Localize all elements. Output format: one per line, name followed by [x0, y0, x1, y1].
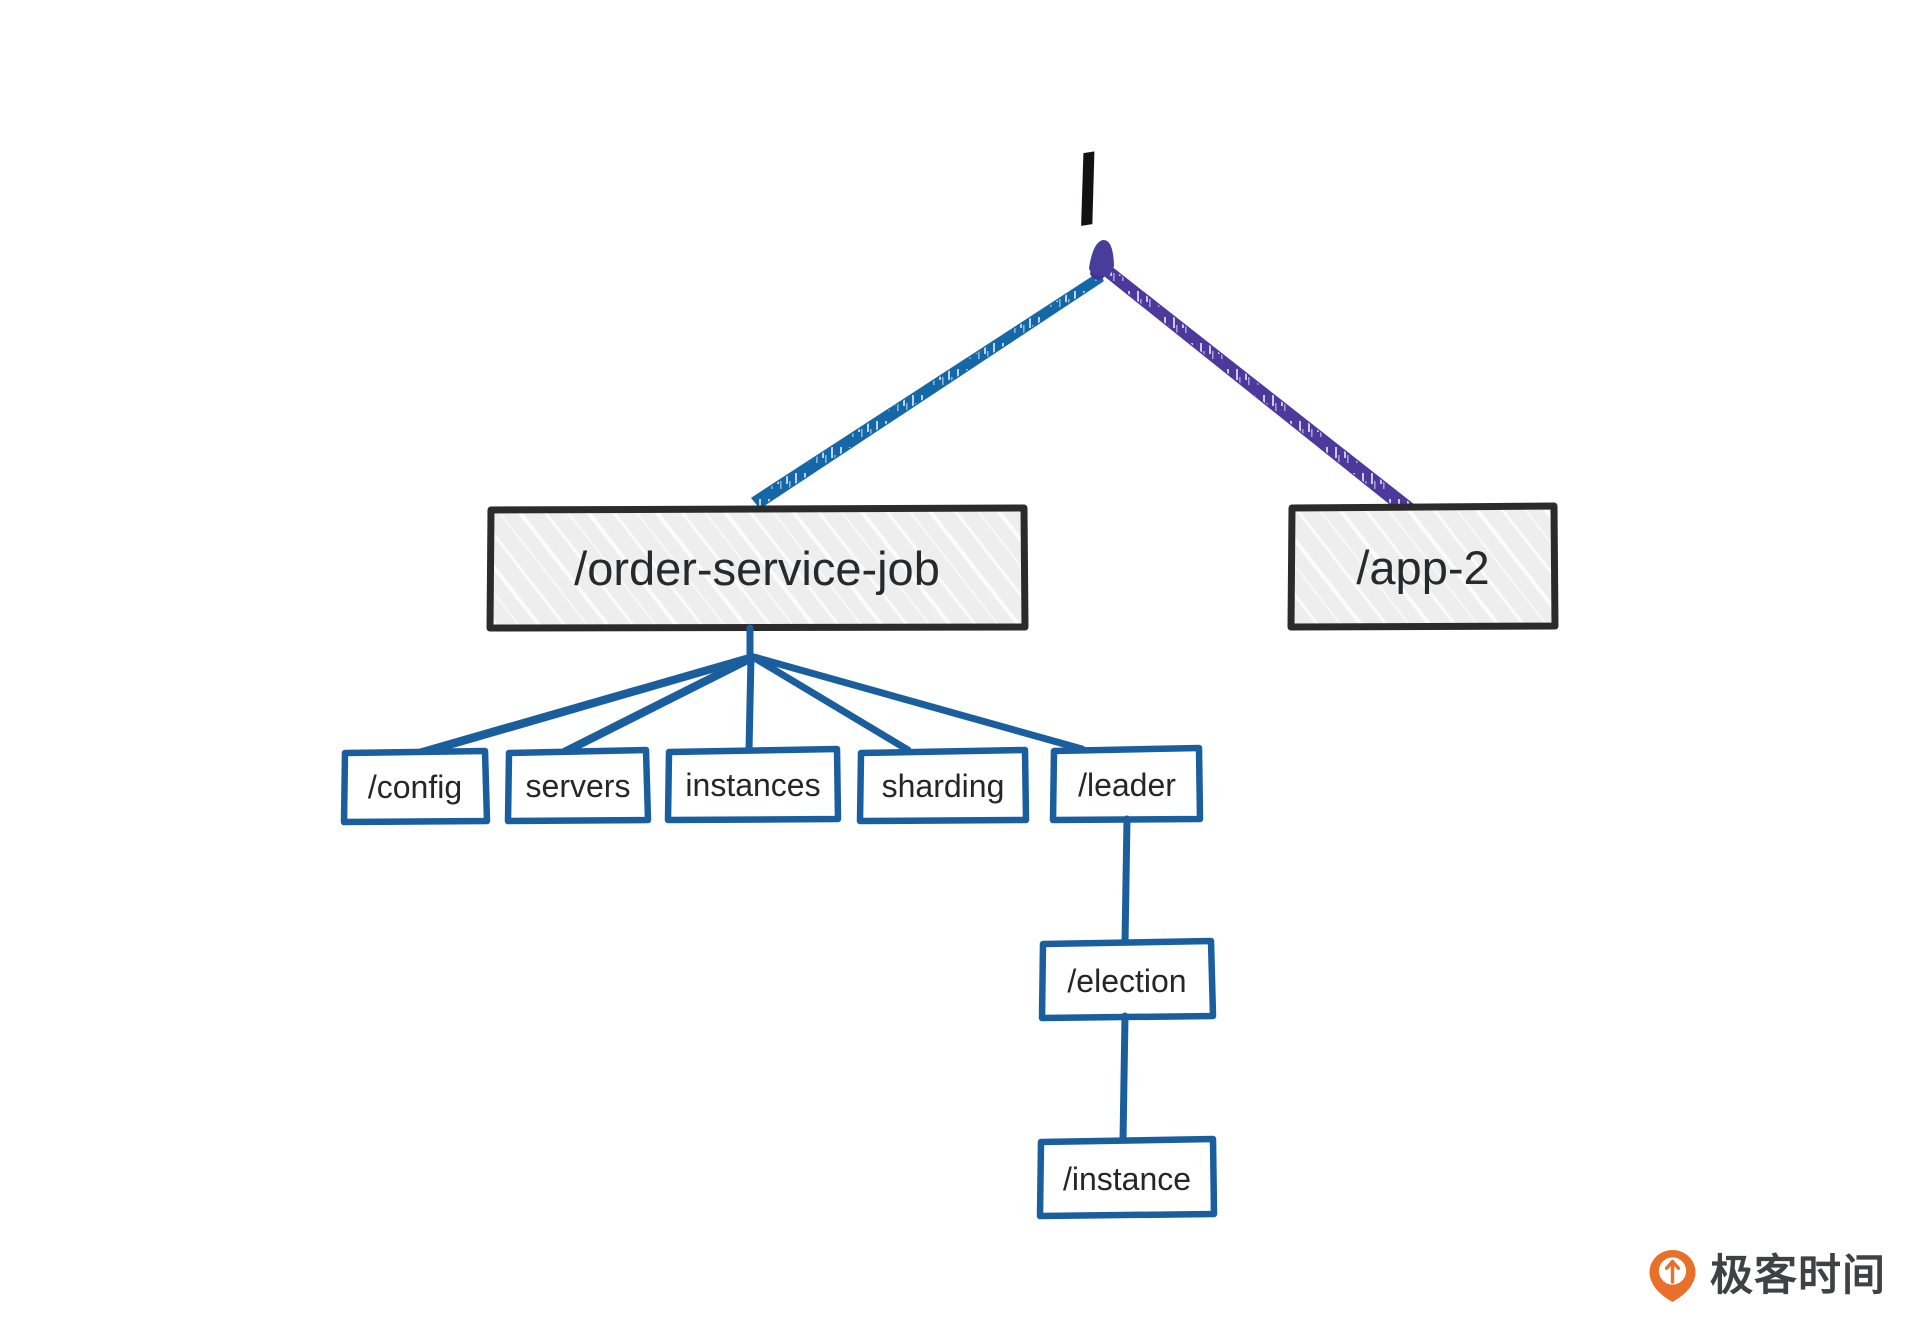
node-instances-label: instances: [685, 767, 820, 803]
node-order-service-job-label: /order-service-job: [574, 542, 940, 595]
node-app-2-label: /app-2: [1356, 541, 1489, 594]
node-election-label: /election: [1067, 963, 1186, 999]
node-election[interactable]: /election: [1038, 937, 1217, 1022]
watermark: 极客时间: [1648, 1249, 1886, 1303]
edge-group-order-service-job-children: [410, 624, 1086, 760]
node-instance-label: /instance: [1063, 1161, 1191, 1197]
node-leader-label: /leader: [1078, 767, 1176, 803]
node-servers-label: servers: [526, 768, 631, 804]
node-instance[interactable]: /instance: [1036, 1135, 1218, 1220]
root-node-label: /: [1066, 135, 1109, 245]
node-servers[interactable]: servers: [504, 746, 652, 825]
edge-election-to-instance: [1119, 1012, 1129, 1145]
node-config-label: /config: [368, 769, 462, 805]
edge-root-to-order-service-job: [750, 261, 1108, 509]
node-app-2[interactable]: /app-2: [1287, 502, 1559, 631]
node-instances[interactable]: instances: [664, 745, 842, 824]
geektime-logo-icon: [1648, 1249, 1697, 1303]
root-node: /: [1066, 135, 1109, 245]
watermark-text: 极客时间: [1710, 1251, 1886, 1300]
node-sharding-label: sharding: [882, 768, 1005, 804]
node-config[interactable]: /config: [340, 747, 491, 826]
node-sharding[interactable]: sharding: [856, 746, 1030, 825]
edge-leader-to-election: [1121, 815, 1131, 947]
node-order-service-job[interactable]: /order-service-job: [486, 504, 1029, 632]
edge-root-to-app-2: [1089, 239, 1416, 516]
node-leader[interactable]: /leader: [1049, 744, 1204, 824]
